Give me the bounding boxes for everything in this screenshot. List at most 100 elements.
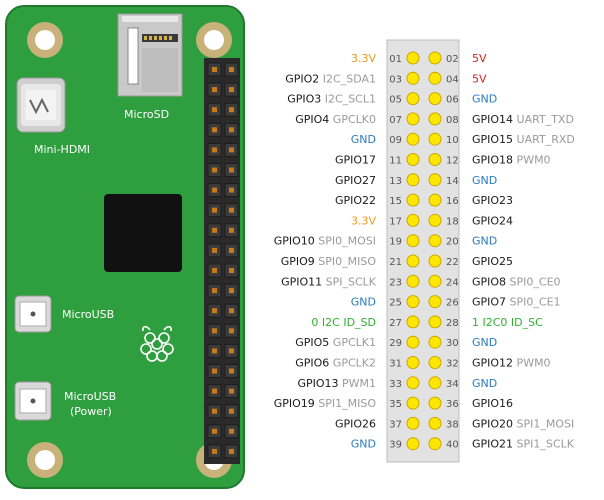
pin-dot [428, 213, 442, 227]
pin-label: GPIO2 I2C_SDA1 [285, 72, 376, 85]
pin-number: 11 [389, 156, 402, 167]
pin-label: GPIO19 SPI1_MISO [274, 397, 377, 410]
pin-dot [428, 132, 442, 146]
pin-label: GPIO25 [472, 255, 513, 268]
header-pin [207, 243, 222, 258]
microusb-power-label-line2: (Power) [70, 405, 112, 418]
pin-number: 10 [446, 135, 459, 146]
pin-alt-function: SPI0_CE0 [506, 275, 560, 288]
pin-label: GND [472, 174, 497, 187]
pin-dot [406, 437, 420, 451]
pin-label: GPIO23 [472, 194, 513, 207]
pin-number: 33 [389, 379, 402, 390]
pin-function: GPIO4 [295, 113, 329, 126]
pin-function: GPIO22 [335, 194, 376, 207]
pin-label: GPIO6 GPCLK2 [295, 357, 376, 370]
header-pin [207, 404, 222, 419]
pin-label: GPIO5 GPCLK1 [295, 336, 376, 349]
pin-31: 31 GPIO6 GPCLK2 [295, 356, 420, 370]
pin-dot [406, 234, 420, 248]
pin-number: 23 [389, 277, 402, 288]
pin-function: 0 I2C ID_SD [311, 316, 376, 329]
pin-number: 12 [446, 156, 459, 167]
pin-dot [406, 315, 420, 329]
header-pin [224, 364, 239, 378]
pin-function: 3.3V [351, 52, 376, 65]
pin-alt-function: SPI1_MISO [315, 397, 377, 410]
pin-number: 31 [389, 359, 402, 370]
pin-dot [406, 295, 420, 309]
pin-dot [406, 193, 420, 207]
pin-15: 15 GPIO22 [335, 193, 420, 207]
pin-alt-function: I2C_SCL1 [321, 93, 376, 106]
pin-alt-function: SPI0_MOSI [315, 235, 376, 248]
pin-number: 20 [446, 237, 459, 248]
pin-number: 15 [389, 196, 402, 207]
pin-dot [406, 274, 420, 288]
pin-dot [428, 335, 442, 349]
pin-number: 40 [446, 440, 459, 451]
pin-dot [428, 274, 442, 288]
microusb-port [14, 295, 52, 333]
pin-dot [428, 193, 442, 207]
pin-function: GPIO23 [472, 194, 513, 207]
pin-number: 22 [446, 257, 459, 268]
pin-label: 5V [472, 72, 487, 85]
pin-number: 25 [389, 298, 402, 309]
pin-number: 34 [446, 379, 459, 390]
pin-number: 26 [446, 298, 459, 309]
pin-label: GPIO17 [335, 154, 376, 167]
pin-label: GND [472, 377, 497, 390]
pin-function: GPIO5 [295, 336, 329, 349]
pin-dot [428, 71, 442, 85]
pin-alt-function: UART_TXD [513, 113, 574, 126]
header-pin [224, 323, 239, 338]
raspberry-pi-zero-board: MicroSD Mini-HDMI MicroUSB [5, 5, 245, 489]
pin-label: 0 I2C ID_SD [311, 316, 376, 329]
pin-function: GPIO21 [472, 438, 513, 451]
pin-dot [428, 315, 442, 329]
header-pin [207, 223, 222, 238]
header-pin [207, 62, 222, 77]
header-pin [207, 82, 222, 97]
pin-label: GND [472, 93, 497, 106]
pin-30: 30 GND [428, 335, 497, 349]
pin-number: 02 [446, 54, 459, 65]
pin-function: GPIO8 [472, 275, 506, 288]
microsd-slot [117, 13, 183, 97]
pin-dot [406, 416, 420, 430]
pin-number: 38 [446, 419, 459, 430]
header-pin [224, 142, 239, 157]
mount-hole-top-right [196, 22, 232, 58]
pin-11: 11 GPIO17 [335, 153, 420, 167]
header-pin [207, 424, 222, 439]
pin-function: GPIO27 [335, 174, 376, 187]
pin-dot [428, 153, 442, 166]
pin-dot [406, 376, 420, 390]
pin-dot [406, 153, 420, 166]
pin-number: 29 [389, 338, 402, 349]
pin-label: GPIO10 SPI0_MOSI [274, 235, 376, 248]
microusb-power-port [14, 381, 52, 421]
pin-number: 03 [389, 74, 402, 85]
pin-number: 07 [389, 115, 402, 126]
header-pin [207, 303, 222, 318]
pin-function: GND [472, 377, 497, 390]
header-pin [224, 384, 239, 399]
pin-number: 05 [389, 95, 402, 106]
pin-number: 30 [446, 338, 459, 349]
pin-alt-function: SPI0_MISO [315, 255, 377, 268]
pin-alt-function: PWM1 [339, 377, 377, 390]
pin-function: GPIO17 [335, 154, 376, 167]
pin-label: GPIO26 [335, 417, 376, 430]
pin-dot [406, 132, 420, 146]
pin-panel [386, 39, 460, 463]
pin-label: GND [472, 336, 497, 349]
header-pin [224, 102, 239, 117]
mount-hole-top-left [27, 22, 63, 58]
